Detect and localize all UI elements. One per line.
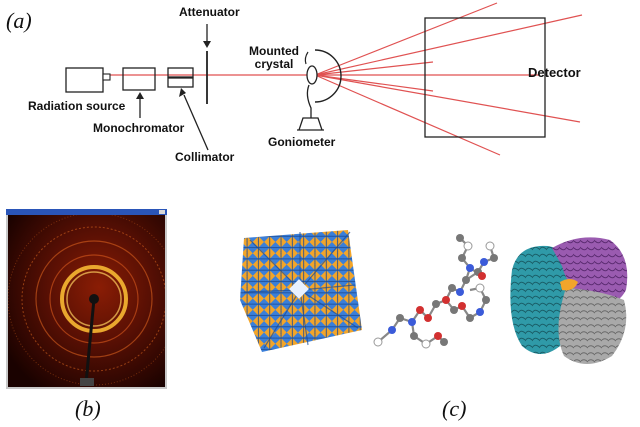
detector-panel (424, 17, 546, 138)
atom (434, 332, 442, 340)
panel-label-b: (b) (75, 396, 101, 421)
protein-domain-teal (510, 245, 575, 354)
atom (421, 339, 431, 349)
collimator-arrow (183, 94, 209, 151)
atom (462, 276, 470, 284)
atom (373, 337, 383, 347)
atom (448, 284, 456, 292)
mof-pore (289, 279, 309, 299)
radiation-source-label: Radiation source (28, 99, 126, 113)
diffracted-beam (314, 74, 581, 123)
diffracted-beams (314, 2, 583, 156)
monochromator-label: Monochromator (93, 121, 185, 135)
atom (490, 254, 498, 262)
protein-structure (510, 237, 628, 364)
diffraction-ring (35, 240, 153, 358)
atom (480, 258, 488, 266)
atom (440, 338, 448, 346)
mof-framework (240, 230, 362, 352)
atom (463, 241, 473, 251)
collimator-top (167, 67, 194, 78)
atom (442, 296, 450, 304)
mof-strut (299, 231, 351, 291)
collimator-label: Collimator (175, 150, 235, 164)
diffraction-ring (66, 271, 122, 327)
atom (482, 296, 490, 304)
radiation-source-nozzle (102, 73, 111, 81)
radiation-source-box (65, 67, 104, 93)
window-titlebar (6, 209, 167, 215)
collimator-arrowhead (179, 88, 186, 97)
beamstop (89, 294, 99, 304)
molecule-atoms (373, 234, 498, 349)
mof-strut (299, 284, 356, 291)
atom (475, 283, 485, 293)
atom (456, 234, 464, 242)
goniometer-stem (306, 84, 312, 118)
atom (408, 318, 416, 326)
beamstop-arm (84, 298, 96, 384)
window-close-button[interactable] (159, 210, 165, 214)
atom (466, 264, 474, 272)
diffraction-window (6, 209, 167, 389)
mof-strut (299, 289, 309, 346)
panel-label-a: (a) (6, 8, 32, 33)
diffracted-beam (314, 2, 498, 76)
atom (458, 254, 466, 262)
diffracted-beam (314, 74, 501, 156)
atom (432, 300, 440, 308)
protein-domain-purple (552, 237, 628, 304)
beamstop-mount (80, 378, 94, 386)
atom (478, 272, 486, 280)
protein-ligand (560, 279, 578, 291)
atom (396, 314, 404, 322)
goniometer-base (298, 117, 323, 131)
diffraction-ring (21, 226, 165, 372)
monochromator-arrowhead (136, 92, 144, 99)
detector-label: Detector (528, 65, 581, 80)
atom (466, 314, 474, 322)
protein-domain-gray (558, 288, 627, 364)
mof-strut (299, 289, 359, 329)
diffraction-ring (49, 254, 139, 344)
panel-label-c: (c) (442, 396, 467, 421)
diffracted-beam (314, 14, 583, 76)
atom (424, 314, 432, 322)
diffracted-beam (314, 61, 434, 76)
goniometer-dome (314, 49, 342, 103)
diffraction-image-bg (8, 215, 165, 387)
mounted-crystal (306, 65, 318, 85)
atom (388, 326, 396, 334)
atom (416, 306, 424, 314)
diffracted-beam (314, 74, 434, 92)
mof-strut (249, 239, 301, 291)
monochromator-box (122, 67, 156, 91)
mof-strut (263, 289, 301, 349)
attenuator-label: Attenuator (179, 5, 240, 19)
atom (450, 306, 458, 314)
attenuator-arrowhead (203, 41, 211, 48)
atom (458, 302, 466, 310)
mounted-crystal-label: Mounted crystal (249, 44, 299, 71)
crystal-outline (304, 51, 309, 65)
atom (485, 241, 495, 251)
atom (456, 288, 464, 296)
atom (410, 332, 418, 340)
diffraction-ring (60, 265, 128, 333)
collimator-bottom (167, 77, 194, 88)
goniometer-label: Goniometer (268, 135, 336, 149)
atom (476, 308, 484, 316)
